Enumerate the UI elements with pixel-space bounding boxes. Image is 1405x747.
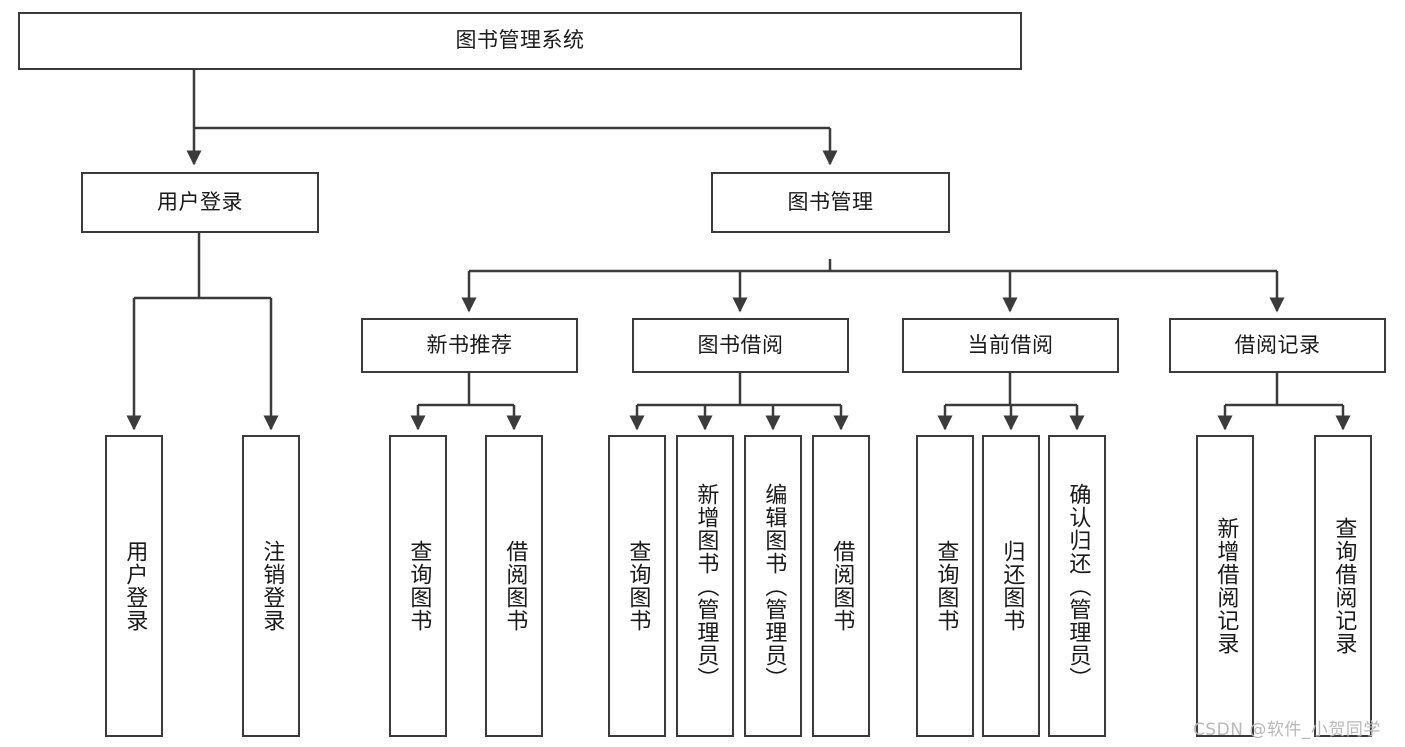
leaf-label: 新增图书（管理员） xyxy=(693,482,719,690)
node-root-system[interactable]: 图书管理系统 xyxy=(18,12,1022,70)
leaf-current-borrow-return-book[interactable]: 归还图书 xyxy=(982,435,1040,737)
leaf-user-login-login[interactable]: 用户登录 xyxy=(105,435,163,737)
node-book-manage[interactable]: 图书管理 xyxy=(711,172,950,233)
leaf-book-borrow-edit-book-admin[interactable]: 编辑图书（管理员） xyxy=(744,435,802,737)
leaf-current-borrow-query-book[interactable]: 查询图书 xyxy=(916,435,974,737)
node-new-book-recommend[interactable]: 新书推荐 xyxy=(361,318,578,373)
leaf-label: 用户登录 xyxy=(122,540,148,632)
leaf-label: 查询借阅记录 xyxy=(1331,517,1357,655)
leaf-book-borrow-query-book[interactable]: 查询图书 xyxy=(608,435,666,737)
leaf-user-login-logout[interactable]: 注销登录 xyxy=(242,435,300,737)
node-book-borrow-label: 图书借阅 xyxy=(697,332,784,357)
node-current-borrow[interactable]: 当前借阅 xyxy=(902,318,1119,373)
leaf-label: 借阅图书 xyxy=(502,540,528,632)
node-current-borrow-label: 当前借阅 xyxy=(967,332,1054,357)
node-new-book-recommend-label: 新书推荐 xyxy=(426,332,513,357)
node-user-login[interactable]: 用户登录 xyxy=(81,172,319,233)
leaf-label: 编辑图书（管理员） xyxy=(761,482,787,690)
leaf-new-book-query-book[interactable]: 查询图书 xyxy=(389,435,447,737)
node-root-system-label: 图书管理系统 xyxy=(455,28,585,53)
leaf-label: 新增借阅记录 xyxy=(1213,517,1239,655)
leaf-label: 确认归还（管理员） xyxy=(1065,482,1091,690)
leaf-label: 查询图书 xyxy=(933,540,959,632)
leaf-label: 查询图书 xyxy=(625,540,651,632)
leaf-new-book-borrow-book[interactable]: 借阅图书 xyxy=(485,435,543,737)
node-borrow-record[interactable]: 借阅记录 xyxy=(1169,318,1386,373)
node-user-login-label: 用户登录 xyxy=(157,189,243,214)
leaf-book-borrow-borrow-book[interactable]: 借阅图书 xyxy=(812,435,870,737)
node-borrow-record-label: 借阅记录 xyxy=(1234,332,1321,357)
leaf-label: 借阅图书 xyxy=(829,540,855,632)
node-book-manage-label: 图书管理 xyxy=(787,189,874,214)
leaf-book-borrow-add-book-admin[interactable]: 新增图书（管理员） xyxy=(676,435,734,737)
leaf-label: 查询图书 xyxy=(406,540,432,632)
leaf-label: 归还图书 xyxy=(999,540,1025,632)
leaf-borrow-record-add-record[interactable]: 新增借阅记录 xyxy=(1196,435,1254,737)
leaf-borrow-record-query-record[interactable]: 查询借阅记录 xyxy=(1314,435,1372,737)
leaf-current-borrow-confirm-return-admin[interactable]: 确认归还（管理员） xyxy=(1048,435,1106,737)
node-book-borrow[interactable]: 图书借阅 xyxy=(632,318,849,373)
leaf-label: 注销登录 xyxy=(259,540,285,632)
